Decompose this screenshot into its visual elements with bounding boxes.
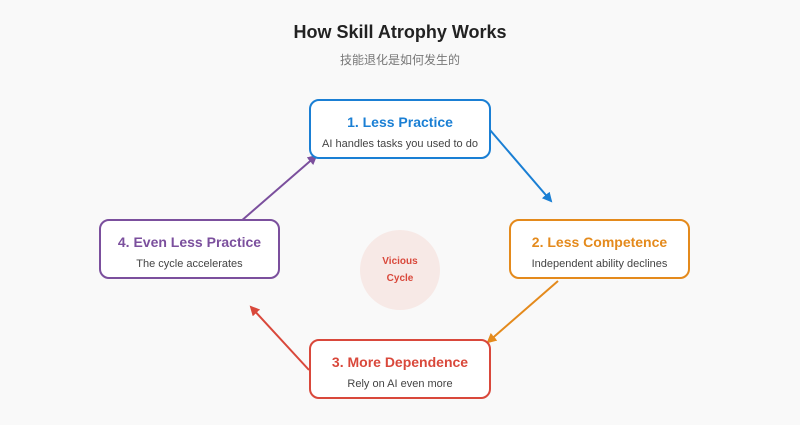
step-description: The cycle accelerates: [136, 258, 243, 270]
step-title: 3. More Dependence: [331, 354, 469, 370]
step-title: 1. Less Practice: [347, 114, 453, 130]
center-label-line1: Vicious: [382, 256, 418, 267]
vicious-cycle-circle: Vicious Cycle: [360, 230, 440, 310]
step-title: 4. Even Less Practice: [117, 234, 262, 250]
step-less-competence: 2. Less Competence Independent ability d…: [509, 219, 690, 279]
diagram-title: How Skill Atrophy Works: [293, 22, 507, 42]
step-title: 2. Less Competence: [531, 234, 668, 250]
step-description: Rely on AI even more: [347, 378, 453, 390]
center-label-line2: Cycle: [386, 273, 414, 284]
arrow-3-to-4: [249, 305, 310, 371]
step-more-dependence: 3. More Dependence Rely on AI even more: [309, 339, 491, 399]
step-description: AI handles tasks you used to do: [322, 138, 478, 150]
step-even-less-practice: 4. Even Less Practice The cycle accelera…: [99, 219, 280, 279]
diagram-subtitle: 技能退化是如何发生的: [339, 53, 460, 67]
arrow-1-to-2: [489, 129, 553, 203]
arrow-2-to-3: [486, 280, 559, 344]
arrow-4-to-1: [239, 154, 318, 223]
step-description: Independent ability declines: [531, 258, 668, 270]
step-less-practice: 1. Less Practice AI handles tasks you us…: [309, 99, 491, 159]
